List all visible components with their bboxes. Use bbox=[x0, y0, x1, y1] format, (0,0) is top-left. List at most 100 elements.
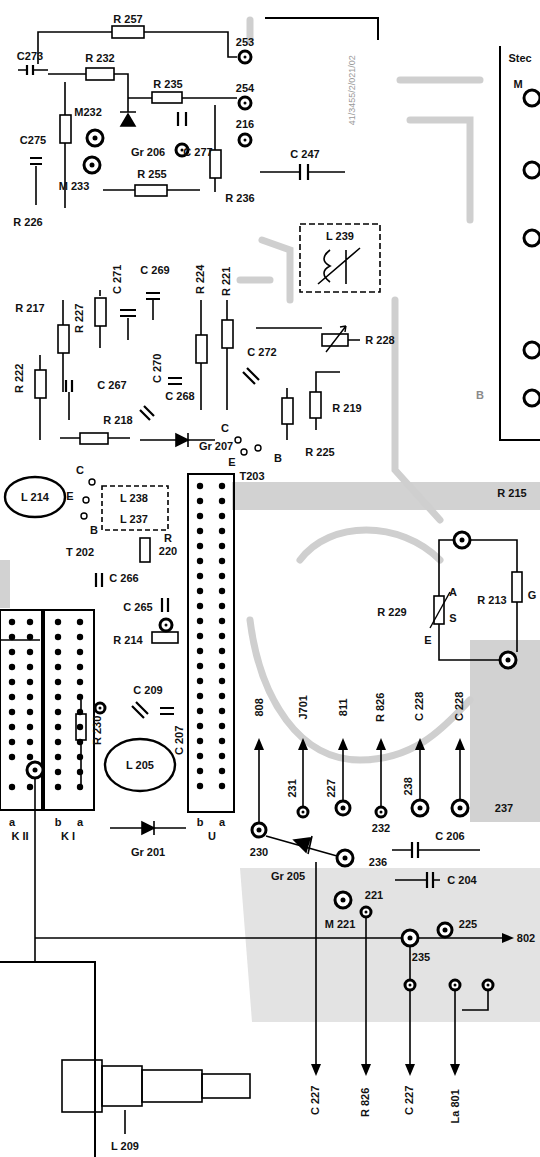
hole bbox=[77, 649, 83, 655]
hole bbox=[27, 664, 33, 670]
part-label: 227 bbox=[325, 779, 338, 797]
hole bbox=[487, 984, 490, 987]
strip-holes bbox=[9, 483, 225, 790]
part-label: 231 bbox=[286, 779, 299, 797]
hole bbox=[197, 783, 203, 789]
diode-symbols bbox=[120, 112, 312, 854]
hole bbox=[257, 828, 262, 833]
hole bbox=[55, 679, 61, 685]
connector-strips bbox=[0, 474, 234, 812]
hole bbox=[219, 513, 225, 519]
hole bbox=[197, 603, 203, 609]
hole bbox=[27, 694, 33, 700]
edge-pads bbox=[524, 90, 540, 406]
part-label: C275 bbox=[20, 134, 46, 147]
part-label: B bbox=[274, 452, 282, 465]
hole bbox=[197, 723, 203, 729]
part-label: a bbox=[219, 816, 225, 829]
part-label: T203 bbox=[239, 470, 264, 483]
capacitor-symbols bbox=[27, 65, 433, 888]
copper-areas bbox=[0, 482, 540, 1022]
hole bbox=[219, 648, 225, 654]
hole bbox=[27, 739, 33, 745]
part-label: C 268 bbox=[165, 390, 194, 403]
arrowheads bbox=[254, 738, 514, 1076]
hole bbox=[219, 543, 225, 549]
part-label: R 214 bbox=[113, 634, 142, 647]
hole bbox=[9, 694, 15, 700]
hole bbox=[219, 723, 225, 729]
part-label: C bbox=[76, 464, 84, 477]
hole bbox=[219, 603, 225, 609]
part-label: C 228 bbox=[454, 691, 467, 720]
hole bbox=[77, 769, 83, 775]
hole bbox=[197, 648, 203, 654]
hole bbox=[197, 618, 203, 624]
part-label: R 219 bbox=[332, 402, 361, 415]
hole bbox=[55, 724, 61, 730]
resistor-symbols bbox=[35, 26, 522, 740]
hole bbox=[219, 738, 225, 744]
hole bbox=[219, 678, 225, 684]
part-label: C 228 bbox=[414, 691, 427, 720]
hole bbox=[55, 649, 61, 655]
hole bbox=[77, 664, 83, 670]
part-label: U bbox=[208, 830, 216, 843]
hole bbox=[9, 754, 15, 760]
hole bbox=[77, 619, 83, 625]
part-label: K I bbox=[61, 830, 75, 843]
part-label: C 271 bbox=[112, 264, 125, 293]
part-label: 237 bbox=[495, 802, 513, 815]
trimmer-arrows bbox=[326, 326, 450, 628]
copper-traces bbox=[240, 20, 480, 760]
part-label: C 206 bbox=[435, 830, 464, 843]
hole bbox=[77, 694, 83, 700]
part-label: T 202 bbox=[66, 546, 94, 559]
hole bbox=[219, 483, 225, 489]
hole bbox=[55, 694, 61, 700]
part-label: R 230 bbox=[92, 715, 105, 744]
part-label: 230 bbox=[250, 846, 268, 859]
part-label: 808 bbox=[253, 698, 266, 716]
hole bbox=[77, 784, 83, 790]
hole bbox=[219, 633, 225, 639]
hole bbox=[93, 136, 98, 141]
part-label: R 213 bbox=[477, 594, 506, 607]
part-label: b bbox=[55, 816, 62, 829]
part-label: Stec bbox=[508, 52, 531, 65]
hole bbox=[9, 649, 15, 655]
hole bbox=[197, 663, 203, 669]
hole bbox=[409, 984, 412, 987]
part-label: R 218 bbox=[103, 414, 132, 427]
part-label: 225 bbox=[459, 918, 477, 931]
hole bbox=[197, 768, 203, 774]
part-label: C 270 bbox=[152, 353, 165, 382]
hole bbox=[9, 679, 15, 685]
part-label: C 227 bbox=[310, 1085, 323, 1114]
part-label: R 255 bbox=[137, 168, 166, 181]
part-label: L 239 bbox=[326, 230, 354, 243]
hole bbox=[219, 783, 225, 789]
part-label: b bbox=[197, 816, 204, 829]
part-label: M 233 bbox=[59, 180, 90, 193]
part-label: R 826 bbox=[360, 1087, 373, 1116]
part-label: C bbox=[221, 422, 229, 435]
hole bbox=[9, 709, 15, 715]
part-label: C 207 bbox=[174, 725, 187, 754]
part-label: 216 bbox=[236, 118, 254, 131]
part-label: K II bbox=[11, 830, 28, 843]
part-label: 802 bbox=[517, 932, 535, 945]
hole bbox=[197, 513, 203, 519]
hole bbox=[9, 619, 15, 625]
part-label: a bbox=[77, 816, 83, 829]
part-label: L 237 bbox=[120, 513, 148, 526]
hole bbox=[77, 754, 83, 760]
hole bbox=[27, 634, 33, 640]
hole bbox=[27, 754, 33, 760]
part-label: 235 bbox=[412, 951, 430, 964]
part-label: M bbox=[513, 78, 522, 91]
hole bbox=[341, 806, 346, 811]
part-label: A bbox=[449, 586, 457, 599]
part-label: Gr 206 bbox=[131, 146, 165, 159]
